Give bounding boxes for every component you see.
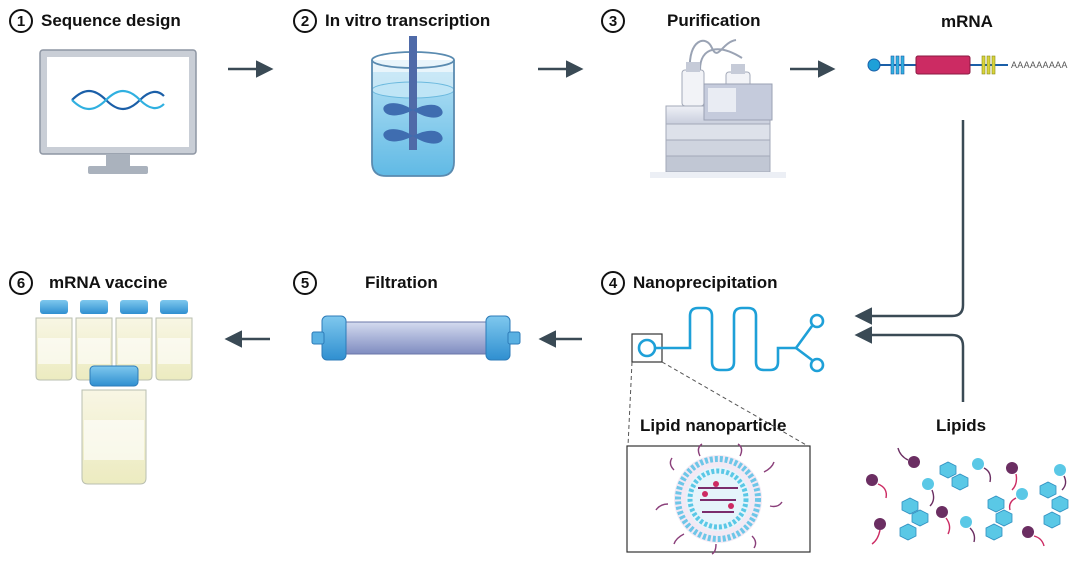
arrow-lipids-to-4 (854, 326, 965, 402)
vial-small-4 (155, 300, 193, 381)
step-1-label: 1 Sequence design (9, 9, 181, 33)
step-3-number: 3 (601, 9, 625, 33)
vial-small-2 (75, 300, 113, 381)
step-1-title: Sequence design (41, 11, 181, 30)
zoom-lines (627, 361, 809, 447)
arrow-mrna-to-4 (854, 120, 965, 325)
filter-cartridge-icon (311, 315, 521, 361)
mrna-label: mRNA (941, 12, 993, 31)
microfluidic-chip-icon (631, 306, 825, 373)
flow-arrows (224, 60, 965, 402)
vial-small-3 (115, 300, 153, 381)
step-2-label: 2 In vitro transcription (293, 9, 490, 33)
step-3-label: 3 Purification (601, 9, 761, 33)
step-4-number: 4 (601, 271, 625, 295)
vial-small-1 (35, 300, 73, 381)
chromatography-instrument-icon (650, 39, 786, 178)
step-6-number: 6 (9, 271, 33, 295)
lipids-label: Lipids (936, 416, 987, 435)
vial-large (81, 365, 147, 485)
lipid-nanoparticle-label: Lipid nanoparticle (640, 416, 787, 435)
lipids-icon (866, 447, 1069, 547)
step-3-title: Purification (667, 11, 761, 30)
step-6-label: 6 mRNA vaccine (9, 271, 167, 295)
lipid-nanoparticle-icon (626, 443, 811, 555)
step-6-title: mRNA vaccine (49, 273, 168, 292)
mrna-construct-icon: AAAAAAAAA (867, 55, 1068, 75)
step-5-title: Filtration (365, 273, 438, 292)
lipid-molecules (866, 447, 1067, 547)
step-5-label: 5 Filtration (293, 271, 438, 295)
bioreactor-icon (371, 36, 455, 177)
poly-a-tail: AAAAAAAAA (1011, 60, 1068, 70)
computer-monitor-icon (39, 49, 197, 174)
step-2-title: In vitro transcription (325, 11, 491, 30)
step-1-number: 1 (9, 9, 33, 33)
step-4-label: 4 Nanoprecipitation (601, 271, 778, 295)
step-2-number: 2 (293, 9, 317, 33)
vaccine-vials-icon (35, 300, 193, 485)
step-4-title: Nanoprecipitation (633, 273, 778, 292)
step-5-number: 5 (293, 271, 317, 295)
